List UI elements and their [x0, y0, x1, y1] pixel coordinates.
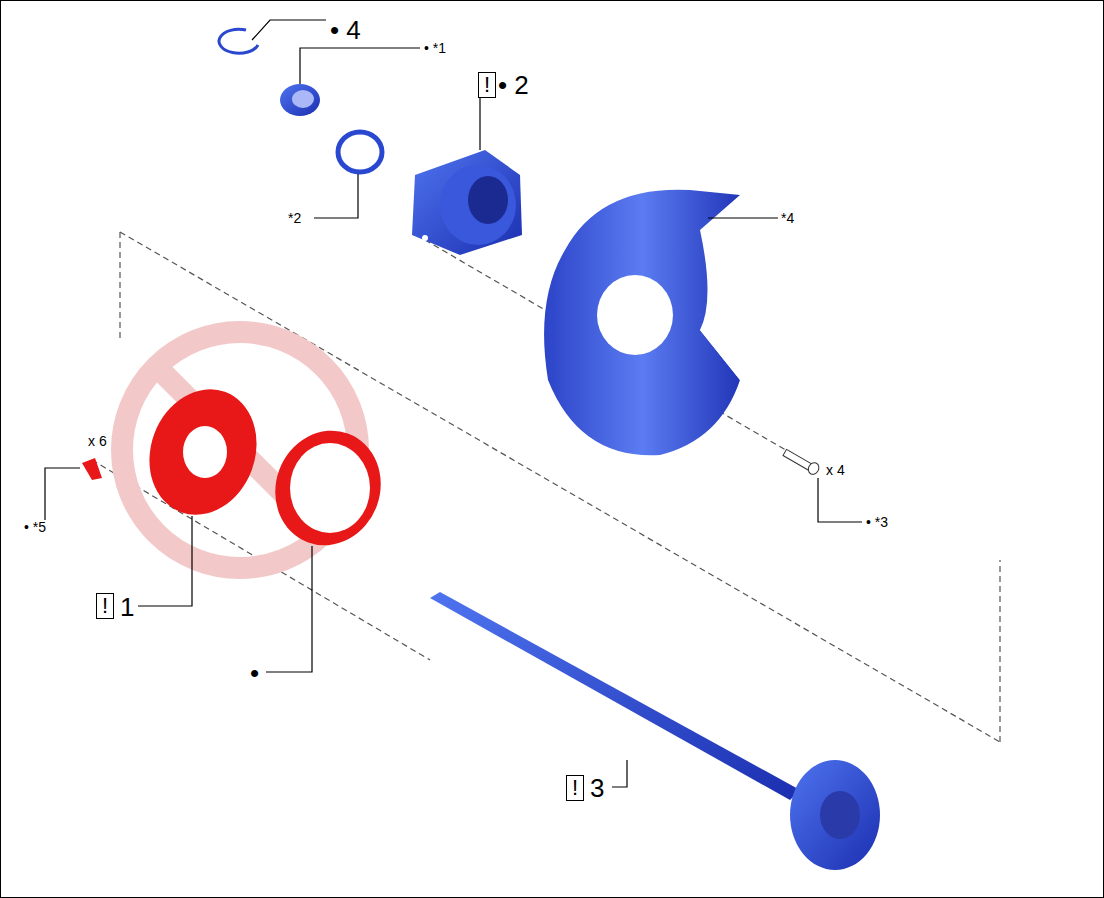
- callout-label: 3: [590, 775, 604, 801]
- callout-label: *2: [288, 211, 301, 225]
- callout-label: • *5: [24, 520, 46, 534]
- caution-box: !: [96, 593, 114, 619]
- caution-box: !: [566, 775, 584, 801]
- callout-label: • 4: [330, 17, 361, 43]
- callout-label: x 4: [826, 463, 845, 477]
- callout-label: x 6: [88, 434, 107, 448]
- caution-mark: !: [102, 595, 108, 617]
- caution-box: !: [478, 72, 496, 98]
- caution-mark: !: [572, 777, 578, 799]
- callout-label: 1: [120, 594, 134, 620]
- callout-label: • 2: [498, 72, 529, 98]
- callout-label: •: [250, 660, 259, 686]
- callout-label: • *1: [424, 41, 446, 55]
- callout-label: • *3: [866, 515, 888, 529]
- callout-label: *4: [781, 211, 794, 225]
- caution-mark: !: [484, 74, 490, 96]
